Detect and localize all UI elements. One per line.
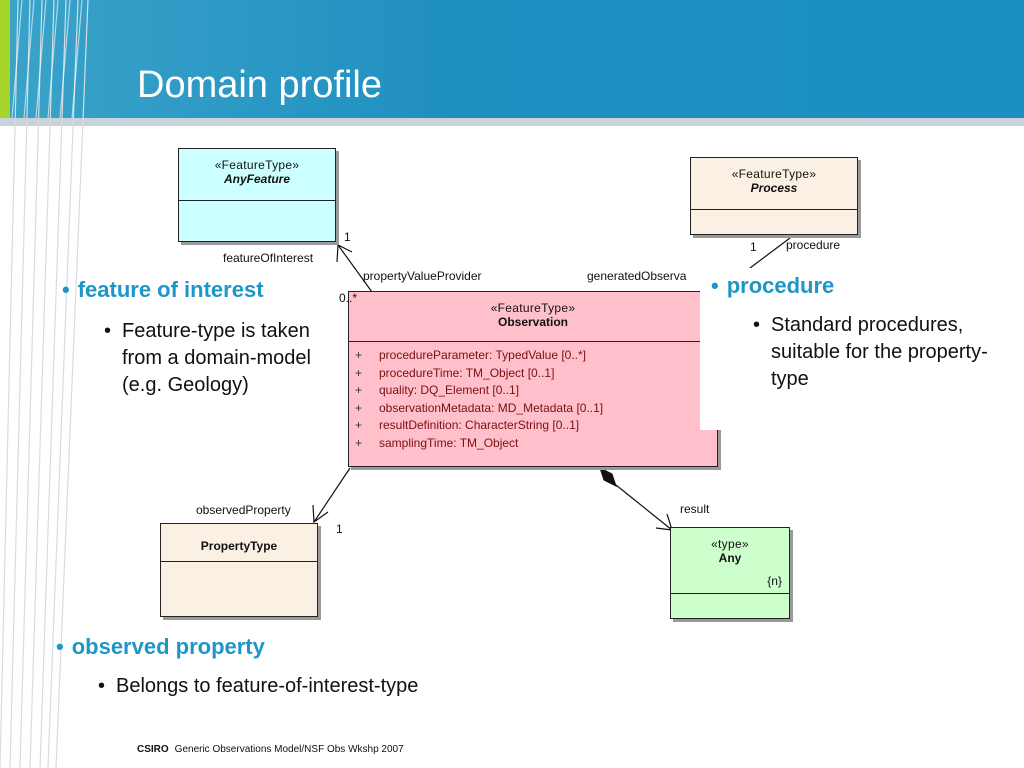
attribute-list: +procedureParameter: TypedValue [0..*] +… <box>349 342 717 453</box>
role-feature-of-interest: featureOfInterest <box>223 251 314 265</box>
footer-text: Generic Observations Model/NSF Obs Wkshp… <box>174 744 404 755</box>
stereotype-label: «FeatureType» <box>490 301 576 315</box>
header-rule <box>0 118 1024 126</box>
foi-arrowhead <box>336 244 353 263</box>
class-name: AnyFeature <box>223 172 291 186</box>
footer-org: CSIRO <box>137 744 169 755</box>
class-name: PropertyType <box>200 539 278 553</box>
uml-class-anyfeature: «FeatureType» AnyFeature <box>178 148 336 242</box>
attribute-row: +samplingTime: TM_Object <box>355 435 519 450</box>
op-arrowhead <box>312 504 329 524</box>
attribute-row: +observationMetadata: MD_Metadata [0..1] <box>355 400 604 415</box>
stereotype-label: «type» <box>711 537 749 551</box>
class-name: Process <box>750 181 798 195</box>
stereotype-label: «FeatureType» <box>214 158 300 172</box>
footer: CSIRO Generic Observations Model/NSF Obs … <box>137 744 404 755</box>
attribute-row: +procedureTime: TM_Object [0..1] <box>355 365 555 380</box>
header-band <box>0 0 1024 118</box>
bullet-procedure: •procedure <box>711 273 835 298</box>
role-result: result <box>680 502 710 516</box>
bullet-procedure-detail: •Standard procedures, suitable for the p… <box>753 314 988 390</box>
uml-class-any: «type» Any {n} <box>670 527 790 619</box>
role-property-value-provider: propertyValueProvider <box>363 269 482 283</box>
role-observed-property: observedProperty <box>196 503 291 517</box>
class-name: Any <box>718 551 742 565</box>
observed-property-association <box>313 467 351 523</box>
attribute-row: +procedureParameter: TypedValue [0..*] <box>355 348 587 362</box>
role-procedure: procedure <box>786 238 841 252</box>
stereotype-label: «FeatureType» <box>731 167 817 181</box>
uml-class-propertytype: PropertyType <box>160 523 318 617</box>
result-association <box>615 484 673 531</box>
bullet-op-detail: •Belongs to feature-of-interest-type <box>98 675 419 697</box>
multiplicity-op: 1 <box>336 522 343 536</box>
composition-diamond <box>599 467 617 487</box>
procedure-panel <box>700 268 1020 430</box>
attribute-row: +resultDefinition: CharacterString [0..1… <box>355 418 580 433</box>
bullet-observed-property: •observed property <box>56 634 265 659</box>
accent-bar <box>0 0 10 118</box>
foi-association <box>337 244 373 293</box>
multiplicity-foi: 1 <box>344 230 351 244</box>
multiplicity-procedure: 1 <box>750 240 757 254</box>
multiplicity-pvp: 0..* <box>339 291 358 305</box>
attribute-row: +quality: DQ_Element [0..1] <box>355 383 520 398</box>
bullet-foi-detail: •Feature-type is taken from a domain-mod… <box>104 320 311 396</box>
decorative-stripes <box>0 0 89 768</box>
uml-class-observation: «FeatureType» Observation +procedurePara… <box>348 291 718 467</box>
role-generated-observation: generatedObserva <box>587 269 687 283</box>
class-name: Observation <box>497 315 569 329</box>
bullet-feature-of-interest: •feature of interest <box>62 277 264 302</box>
tagged-value: {n} <box>767 574 782 588</box>
uml-class-process: «FeatureType» Process <box>690 157 858 235</box>
slide-title: Domain profile <box>137 64 382 106</box>
